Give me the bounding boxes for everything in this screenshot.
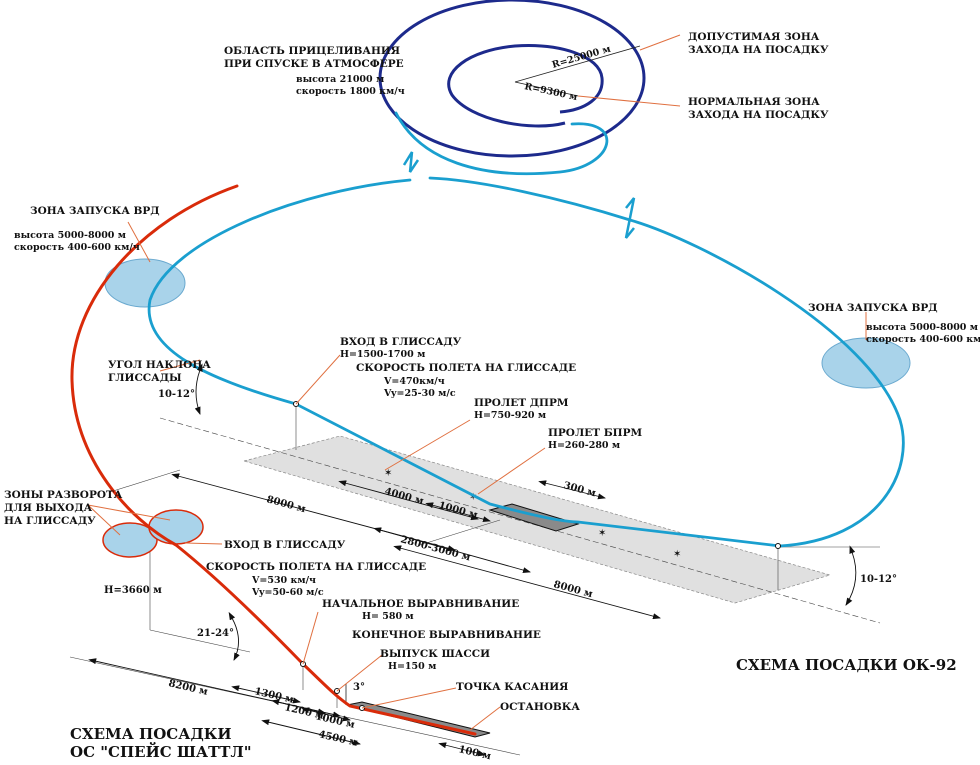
aim-alt: высота 21000 м xyxy=(296,74,384,85)
leader xyxy=(159,359,201,372)
dprm-h: Н=750-920 м xyxy=(474,410,546,421)
track-break-left xyxy=(402,151,420,173)
dprm-label: ПРОЛЕТ ДПРМ xyxy=(474,397,569,409)
aim-speed: скорость 1800 км/ч xyxy=(296,86,405,97)
final-flare-label: КОНЕЧНОЕ ВЫРАВНИВАНИЕ xyxy=(352,629,541,641)
allowed-approach-zone xyxy=(378,0,646,158)
aim-area-title-2: ПРИ СПУСКЕ В АТМОСФЕРЕ xyxy=(224,58,404,70)
gear-h: Н=150 м xyxy=(388,661,436,672)
r-outer-line xyxy=(514,45,641,83)
leader xyxy=(87,504,171,521)
normal-zone-label-1: НОРМАЛЬНАЯ ЗОНА xyxy=(688,96,820,108)
dim-300 xyxy=(538,480,606,500)
shuttle-title-1: СХЕМА ПОСАДКИ xyxy=(70,725,232,743)
leader xyxy=(477,447,546,495)
shuttle-glide-entry: ВХОД В ГЛИССАДУ xyxy=(224,539,346,551)
leader xyxy=(384,419,471,471)
shuttle-glide-v: V=530 км/ч xyxy=(251,575,316,586)
shuttle-angle-arc xyxy=(228,611,240,661)
dim-4500 xyxy=(261,719,361,746)
leader xyxy=(302,611,319,665)
aim-area-title-1: ОБЛАСТЬ ПРИЦЕЛИВАНИЯ xyxy=(224,45,400,57)
leader xyxy=(336,654,383,692)
turn-zone-right xyxy=(148,509,204,545)
glide-angle-value: 10-12° xyxy=(158,389,195,400)
buran-glide-vy: Vy=25-30 м/с xyxy=(383,388,456,399)
dim-2800-label: 2800-3000 м xyxy=(399,534,472,563)
turn-zones-3: НА ГЛИССАДУ xyxy=(4,515,96,527)
leader xyxy=(87,504,121,536)
turn-zones-2: ДЛЯ ВЫХОДА xyxy=(4,502,93,514)
dim-8000-right-label: 8000 м xyxy=(552,579,594,600)
bprm-label: ПРОЛЕТ БПРМ xyxy=(548,427,642,439)
allowed-zone-label-1: ДОПУСТИМАЯ ЗОНА xyxy=(688,31,820,43)
gear-label: ВЫПУСК ШАССИ xyxy=(380,648,490,660)
dim-8000-right xyxy=(393,545,661,620)
normal-approach-zone xyxy=(447,44,604,128)
buran-runway-centerline xyxy=(159,417,881,624)
beacon-marker: ✶ xyxy=(673,549,681,560)
bprm-h: Н=260-280 м xyxy=(548,440,620,451)
angle-arc-right xyxy=(845,545,857,606)
buran-glide-speed-title: СКОРОСТЬ ПОЛЕТА НА ГЛИССАДЕ xyxy=(356,362,576,374)
right-vrd-alt: высота 5000-8000 м xyxy=(866,322,978,333)
dim-100 xyxy=(438,742,486,757)
buran-flight-track xyxy=(147,111,905,548)
shuttle-h-3660: Н=3660 м xyxy=(104,585,162,596)
shuttle-glide-vy: Vy=50-60 м/с xyxy=(251,587,324,598)
glide-angle-label-1: УГОЛ НАКЛОНА xyxy=(108,359,211,371)
right-vrd-zone xyxy=(821,337,911,389)
buran-glide-v: V=470км/ч xyxy=(383,376,445,387)
r-inner-line xyxy=(514,81,579,97)
dim-300-label: 300 м xyxy=(562,480,597,499)
buran-glide-entry: ВХОД В ГЛИССАДУ xyxy=(340,336,462,348)
beacon-marker: ✶ xyxy=(598,528,606,539)
glide-angle-arc xyxy=(194,363,203,415)
shuttle-title-2: ОС "СПЕЙС ШАТТЛ" xyxy=(70,742,252,761)
track-break-right xyxy=(624,197,636,239)
left-vrd-title: ЗОНА ЗАПУСКА ВРД xyxy=(30,205,160,217)
touchdown-label: ТОЧКА КАСАНИЯ xyxy=(456,681,568,693)
angle-3-label: 3° xyxy=(353,682,365,693)
initial-flare-h: Н= 580 м xyxy=(362,611,414,622)
buran-scheme-title: СХЕМА ПОСАДКИ ОК-92 xyxy=(736,656,957,674)
dim-8200-label: 8200 м xyxy=(167,678,209,698)
buran-glide-entry-h: Н=1500-1700 м xyxy=(340,349,425,360)
leader xyxy=(127,221,151,263)
right-vrd-speed: скорость 400-600 км/ч xyxy=(866,334,980,345)
dim-100-label: 100 м xyxy=(457,744,492,762)
normal-zone-label-2: ЗАХОДА НА ПОСАДКУ xyxy=(688,109,829,121)
dim-1000-sh xyxy=(301,707,351,722)
leader xyxy=(577,95,681,107)
leader xyxy=(469,706,501,731)
initial-flare-label: НАЧАЛЬНОЕ ВЫРАВНИВАНИЕ xyxy=(322,598,519,610)
right-vrd-point xyxy=(775,543,781,549)
leader-lines xyxy=(87,34,867,731)
dim-1000 xyxy=(425,502,491,523)
dim-4500-label: 4500 м xyxy=(317,729,359,749)
turn-zones-1: ЗОНЫ РАЗВОРОТА xyxy=(4,489,123,501)
left-vrd-speed: скорость 400-600 км/ч xyxy=(14,242,140,253)
stop-label: ОСТАНОВКА xyxy=(500,701,580,713)
shuttle-glide-speed-title: СКОРОСТЬ ПОЛЕТА НА ГЛИССАДЕ xyxy=(206,561,426,573)
leader xyxy=(184,542,223,545)
dim-1000-sh-label: 1000 м xyxy=(314,711,356,731)
shuttle-angle: 21-24° xyxy=(197,628,234,639)
dim-ext xyxy=(109,469,181,493)
leader xyxy=(361,687,457,709)
right-vrd-title: ЗОНА ЗАПУСКА ВРД xyxy=(808,302,938,314)
dim-8000-left-label: 8000 м xyxy=(265,494,307,515)
leader xyxy=(295,354,341,405)
left-vrd-alt: высота 5000-8000 м xyxy=(14,230,126,241)
r-inner-label: R=9300 м xyxy=(523,81,578,103)
allowed-zone-label-2: ЗАХОДА НА ПОСАДКУ xyxy=(688,44,829,56)
dim-ext xyxy=(419,519,501,546)
leader xyxy=(639,34,681,51)
glide-angle-label-2: ГЛИССАДЫ xyxy=(108,372,182,384)
angle-right-label: 10-12° xyxy=(860,574,897,585)
